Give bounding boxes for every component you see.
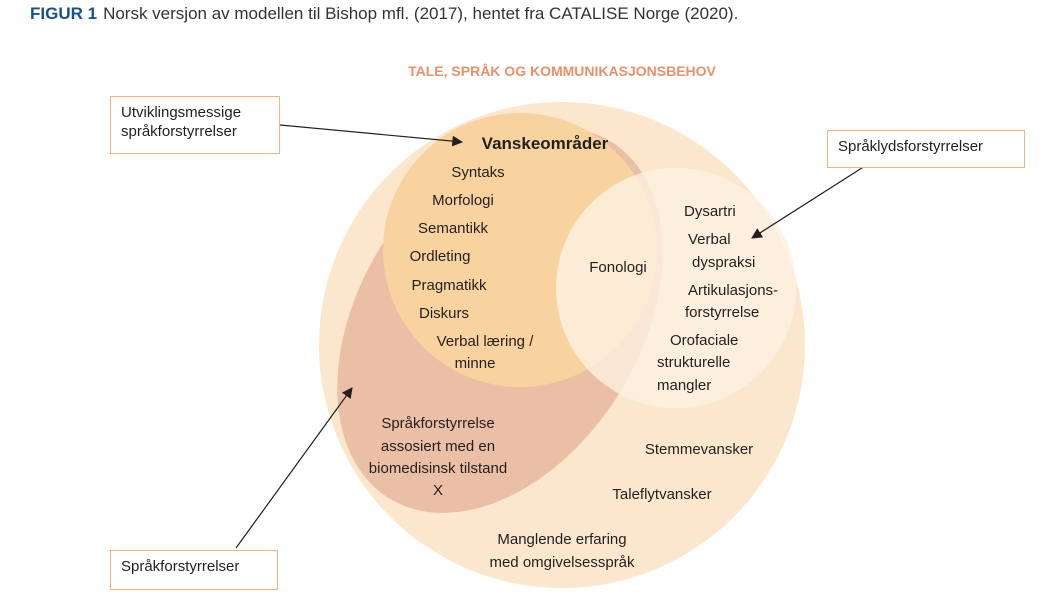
experience-item: Manglende erfaring	[497, 531, 626, 548]
speech-sound-disorders-box: Språklydsforstyrrelser	[827, 130, 1025, 168]
developmental-line: Utviklingsmessige	[121, 104, 242, 121]
area-item: Diskurs	[419, 305, 469, 322]
sound-item: Orofaciale	[670, 332, 738, 349]
experience-item: med omgivelsesspråk	[489, 554, 635, 571]
biomedical-item: biomedisinsk tilstand	[369, 460, 507, 477]
area-item: Ordleting	[410, 248, 471, 265]
language-disorders-label: Språkforstyrrelser	[121, 558, 240, 575]
sound-item: strukturelle	[657, 354, 730, 371]
area-item: Syntaks	[451, 164, 504, 181]
area-item: Pragmatikk	[411, 277, 487, 294]
biomedical-item: assosiert med en	[381, 438, 495, 455]
diagram-title: TALE, SPRÅK OG KOMMUNIKASJONSBEHOV	[408, 63, 716, 79]
sound-item: Artikulasjons-	[688, 282, 778, 299]
developmental-line: språkforstyrrelser	[121, 123, 237, 140]
language-disorders-box: Språkforstyrrelser	[110, 550, 278, 590]
areas-heading: Vanskeområder	[482, 134, 609, 153]
arrow-speech-sound	[751, 165, 866, 239]
sound-item: mangler	[657, 377, 711, 394]
sound-item: Dysartri	[684, 203, 736, 220]
area-item: Morfologi	[432, 192, 494, 209]
developmental-disorders-box: Utviklingsmessige språkforstyrrelser	[110, 96, 280, 154]
sound-item: forstyrrelse	[685, 304, 759, 321]
arrow-developmental	[279, 124, 464, 147]
fluency-label: Taleflytvansker	[612, 486, 711, 503]
speech-sound-label: Språklydsforstyrrelser	[838, 138, 984, 155]
figure-caption: FIGUR 1 Norsk versjon av modellen til Bis…	[30, 4, 738, 24]
sound-item: Verbal	[688, 231, 731, 248]
figure-caption-text: Norsk versjon av modellen til Bishop mfl…	[103, 4, 739, 23]
speech-sound-circle	[556, 168, 796, 408]
sound-item: dyspraksi	[692, 254, 755, 271]
area-item: Verbal læring /	[437, 333, 535, 350]
arrow-language	[235, 387, 353, 549]
figure-label: FIGUR 1	[30, 4, 98, 23]
area-item: minne	[455, 355, 496, 372]
biomedical-item: X	[433, 482, 443, 499]
biomedical-item: Språkforstyrrelse	[381, 415, 494, 432]
area-item: Semantikk	[418, 220, 489, 237]
phonology-label: Fonologi	[589, 259, 647, 276]
voice-label: Stemmevansker	[645, 441, 753, 458]
